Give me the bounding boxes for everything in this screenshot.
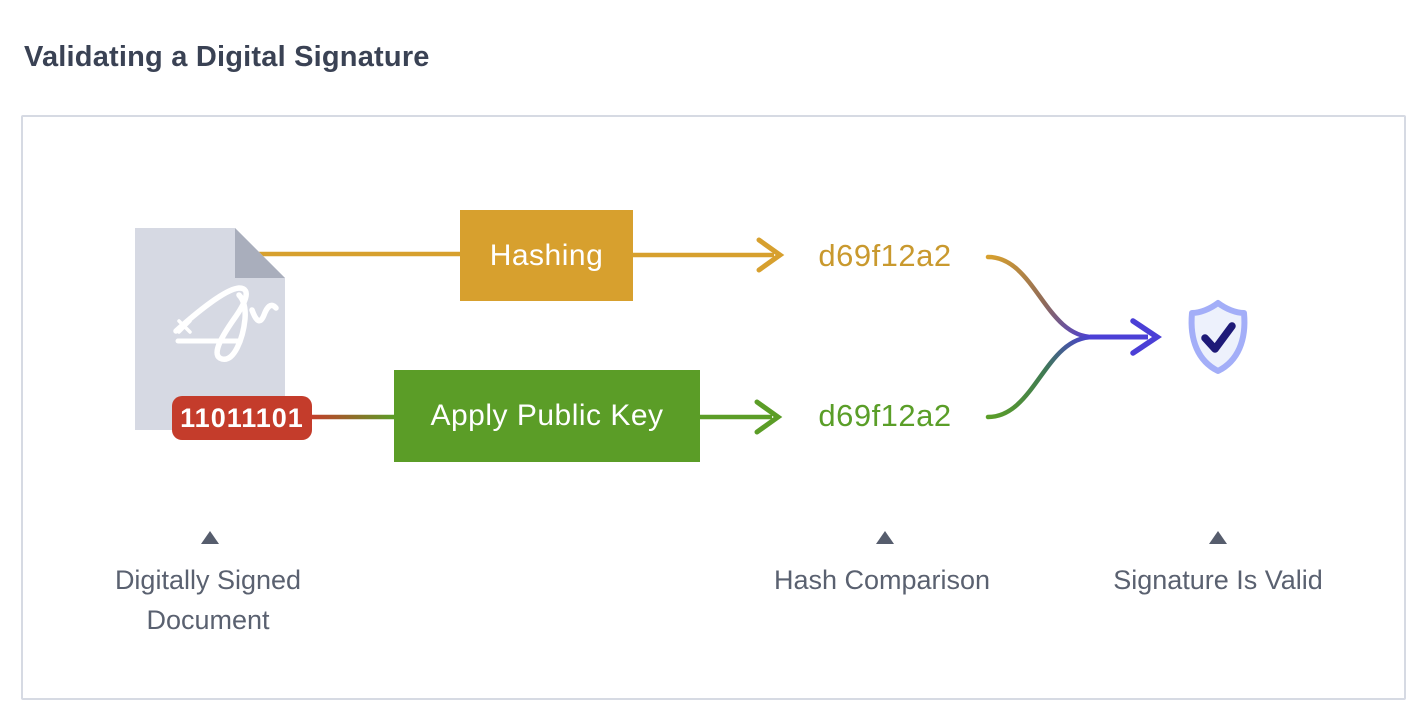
apply-public-key-box: Apply Public Key [394, 370, 700, 462]
binary-signature-text: 11011101 [180, 402, 304, 433]
caption-marker-signature-valid [1209, 531, 1227, 544]
hashing-box: Hashing [460, 210, 633, 301]
caption-marker-document [201, 531, 219, 544]
hash-value-bottom: d69f12a2 [818, 398, 952, 433]
signed-document-icon [135, 228, 285, 430]
signature-x-mark [177, 319, 192, 334]
document-body [135, 228, 285, 430]
signature-v-stroke [249, 302, 279, 324]
shield-outline [1188, 300, 1248, 374]
check-icon [1201, 322, 1236, 353]
page-title: Validating a Digital Signature [24, 41, 430, 73]
shield-check-icon [1188, 300, 1248, 374]
document-fold [235, 228, 285, 278]
hash-value-top: d69f12a2 [818, 238, 952, 273]
caption-digitally-signed-document: Digitally Signed Document [114, 565, 302, 635]
caption-hash-comparison: Hash Comparison [773, 565, 991, 595]
caption-signature-is-valid: Signature Is Valid [1113, 565, 1323, 595]
caption-marker-hash-comparison [876, 531, 894, 544]
binary-signature-badge: 11011101 [172, 396, 312, 440]
